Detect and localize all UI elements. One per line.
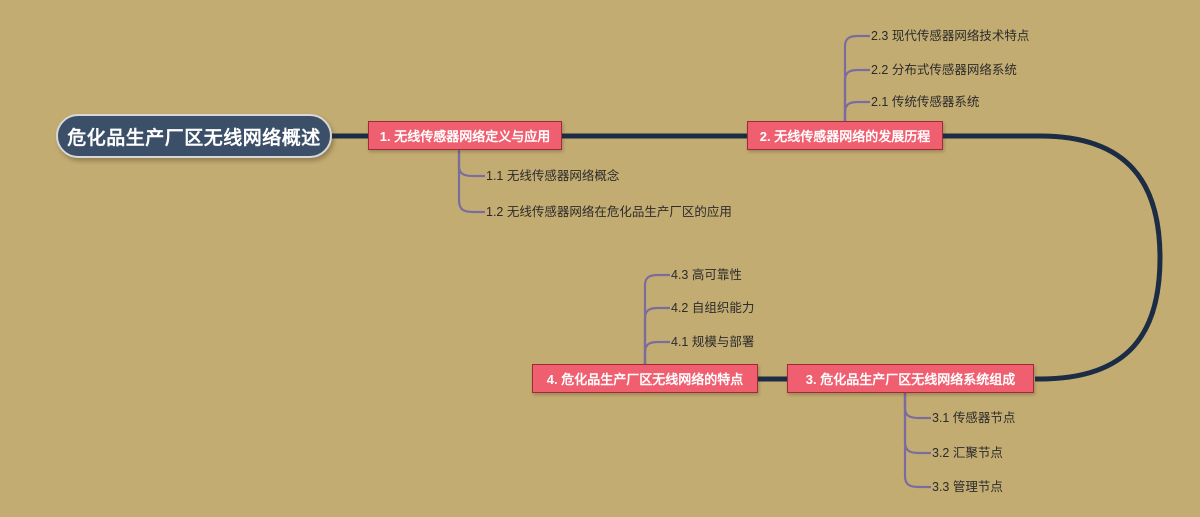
leaf-wire-1-1 [457,150,485,178]
leaf-node-4-2-label: 4.2 自组织能力 [671,301,755,315]
leaf-wire-4-2 [643,306,670,365]
leaf-wire-3-3 [903,392,931,489]
leaf-node-1-2-label: 1.2 无线传感器网络在危化品生产厂区的应用 [486,205,732,219]
branch-node-3-label: 3. 危化品生产厂区无线网络系统组成 [805,372,1016,387]
leaf-node-1-2[interactable]: 1.2 无线传感器网络在危化品生产厂区的应用 [486,206,732,219]
leaf-node-2-3[interactable]: 2.3 现代传感器网络技术特点 [871,30,1029,43]
leaf-wire-4-1 [643,340,670,365]
leaf-node-3-3-label: 3.3 管理节点 [932,480,1003,494]
branch-node-2[interactable]: 2. 无线传感器网络的发展历程 [747,121,943,150]
branch-node-3[interactable]: 3. 危化品生产厂区无线网络系统组成 [787,364,1034,393]
leaf-node-3-1-label: 3.1 传感器节点 [932,411,1016,425]
trunk-branch2-to-branch3 [942,133,1163,382]
leaf-wire-3-1 [903,392,931,420]
branch-node-4-label: 4. 危化品生产厂区无线网络的特点 [546,372,744,387]
leaf-node-3-3[interactable]: 3.3 管理节点 [932,481,1003,494]
leaf-node-1-1-label: 1.1 无线传感器网络概念 [486,169,620,183]
leaf-wire-4-3 [643,273,670,365]
leaf-node-2-1[interactable]: 2.1 传统传感器系统 [871,96,979,109]
leaf-wire-1-2 [457,150,485,214]
leaf-node-2-2[interactable]: 2.2 分布式传感器网络系统 [871,64,1017,77]
leaf-node-3-2[interactable]: 3.2 汇聚节点 [932,447,1003,460]
leaf-node-4-1[interactable]: 4.1 规模与部署 [671,336,754,349]
leaf-wire-2-3 [843,34,870,122]
leaf-node-2-2-label: 2.2 分布式传感器网络系统 [871,63,1017,77]
branch-node-2-label: 2. 无线传感器网络的发展历程 [759,129,931,144]
branch-node-1[interactable]: 1. 无线传感器网络定义与应用 [368,121,562,150]
leaf-node-1-1[interactable]: 1.1 无线传感器网络概念 [486,170,619,183]
leaf-wire-2-1 [843,100,870,122]
leaf-node-2-3-label: 2.3 现代传感器网络技术特点 [871,29,1030,43]
branch-node-4[interactable]: 4. 危化品生产厂区无线网络的特点 [532,364,758,393]
leaf-node-4-3-label: 4.3 高可靠性 [671,268,742,282]
leaf-node-3-2-label: 3.2 汇聚节点 [932,446,1003,460]
leaf-node-2-1-label: 2.1 传统传感器系统 [871,95,980,109]
leaf-wire-2-2 [843,68,870,122]
root-node-label: 危化品生产厂区无线网络概述 [67,127,321,149]
root-node[interactable]: 危化品生产厂区无线网络概述 [56,114,332,158]
leaf-node-3-1[interactable]: 3.1 传感器节点 [932,412,1015,425]
leaf-wire-3-2 [903,392,931,455]
leaf-node-4-2[interactable]: 4.2 自组织能力 [671,302,754,315]
leaf-node-4-1-label: 4.1 规模与部署 [671,335,755,349]
branch-node-1-label: 1. 无线传感器网络定义与应用 [379,129,551,144]
leaf-node-4-3[interactable]: 4.3 高可靠性 [671,269,742,282]
